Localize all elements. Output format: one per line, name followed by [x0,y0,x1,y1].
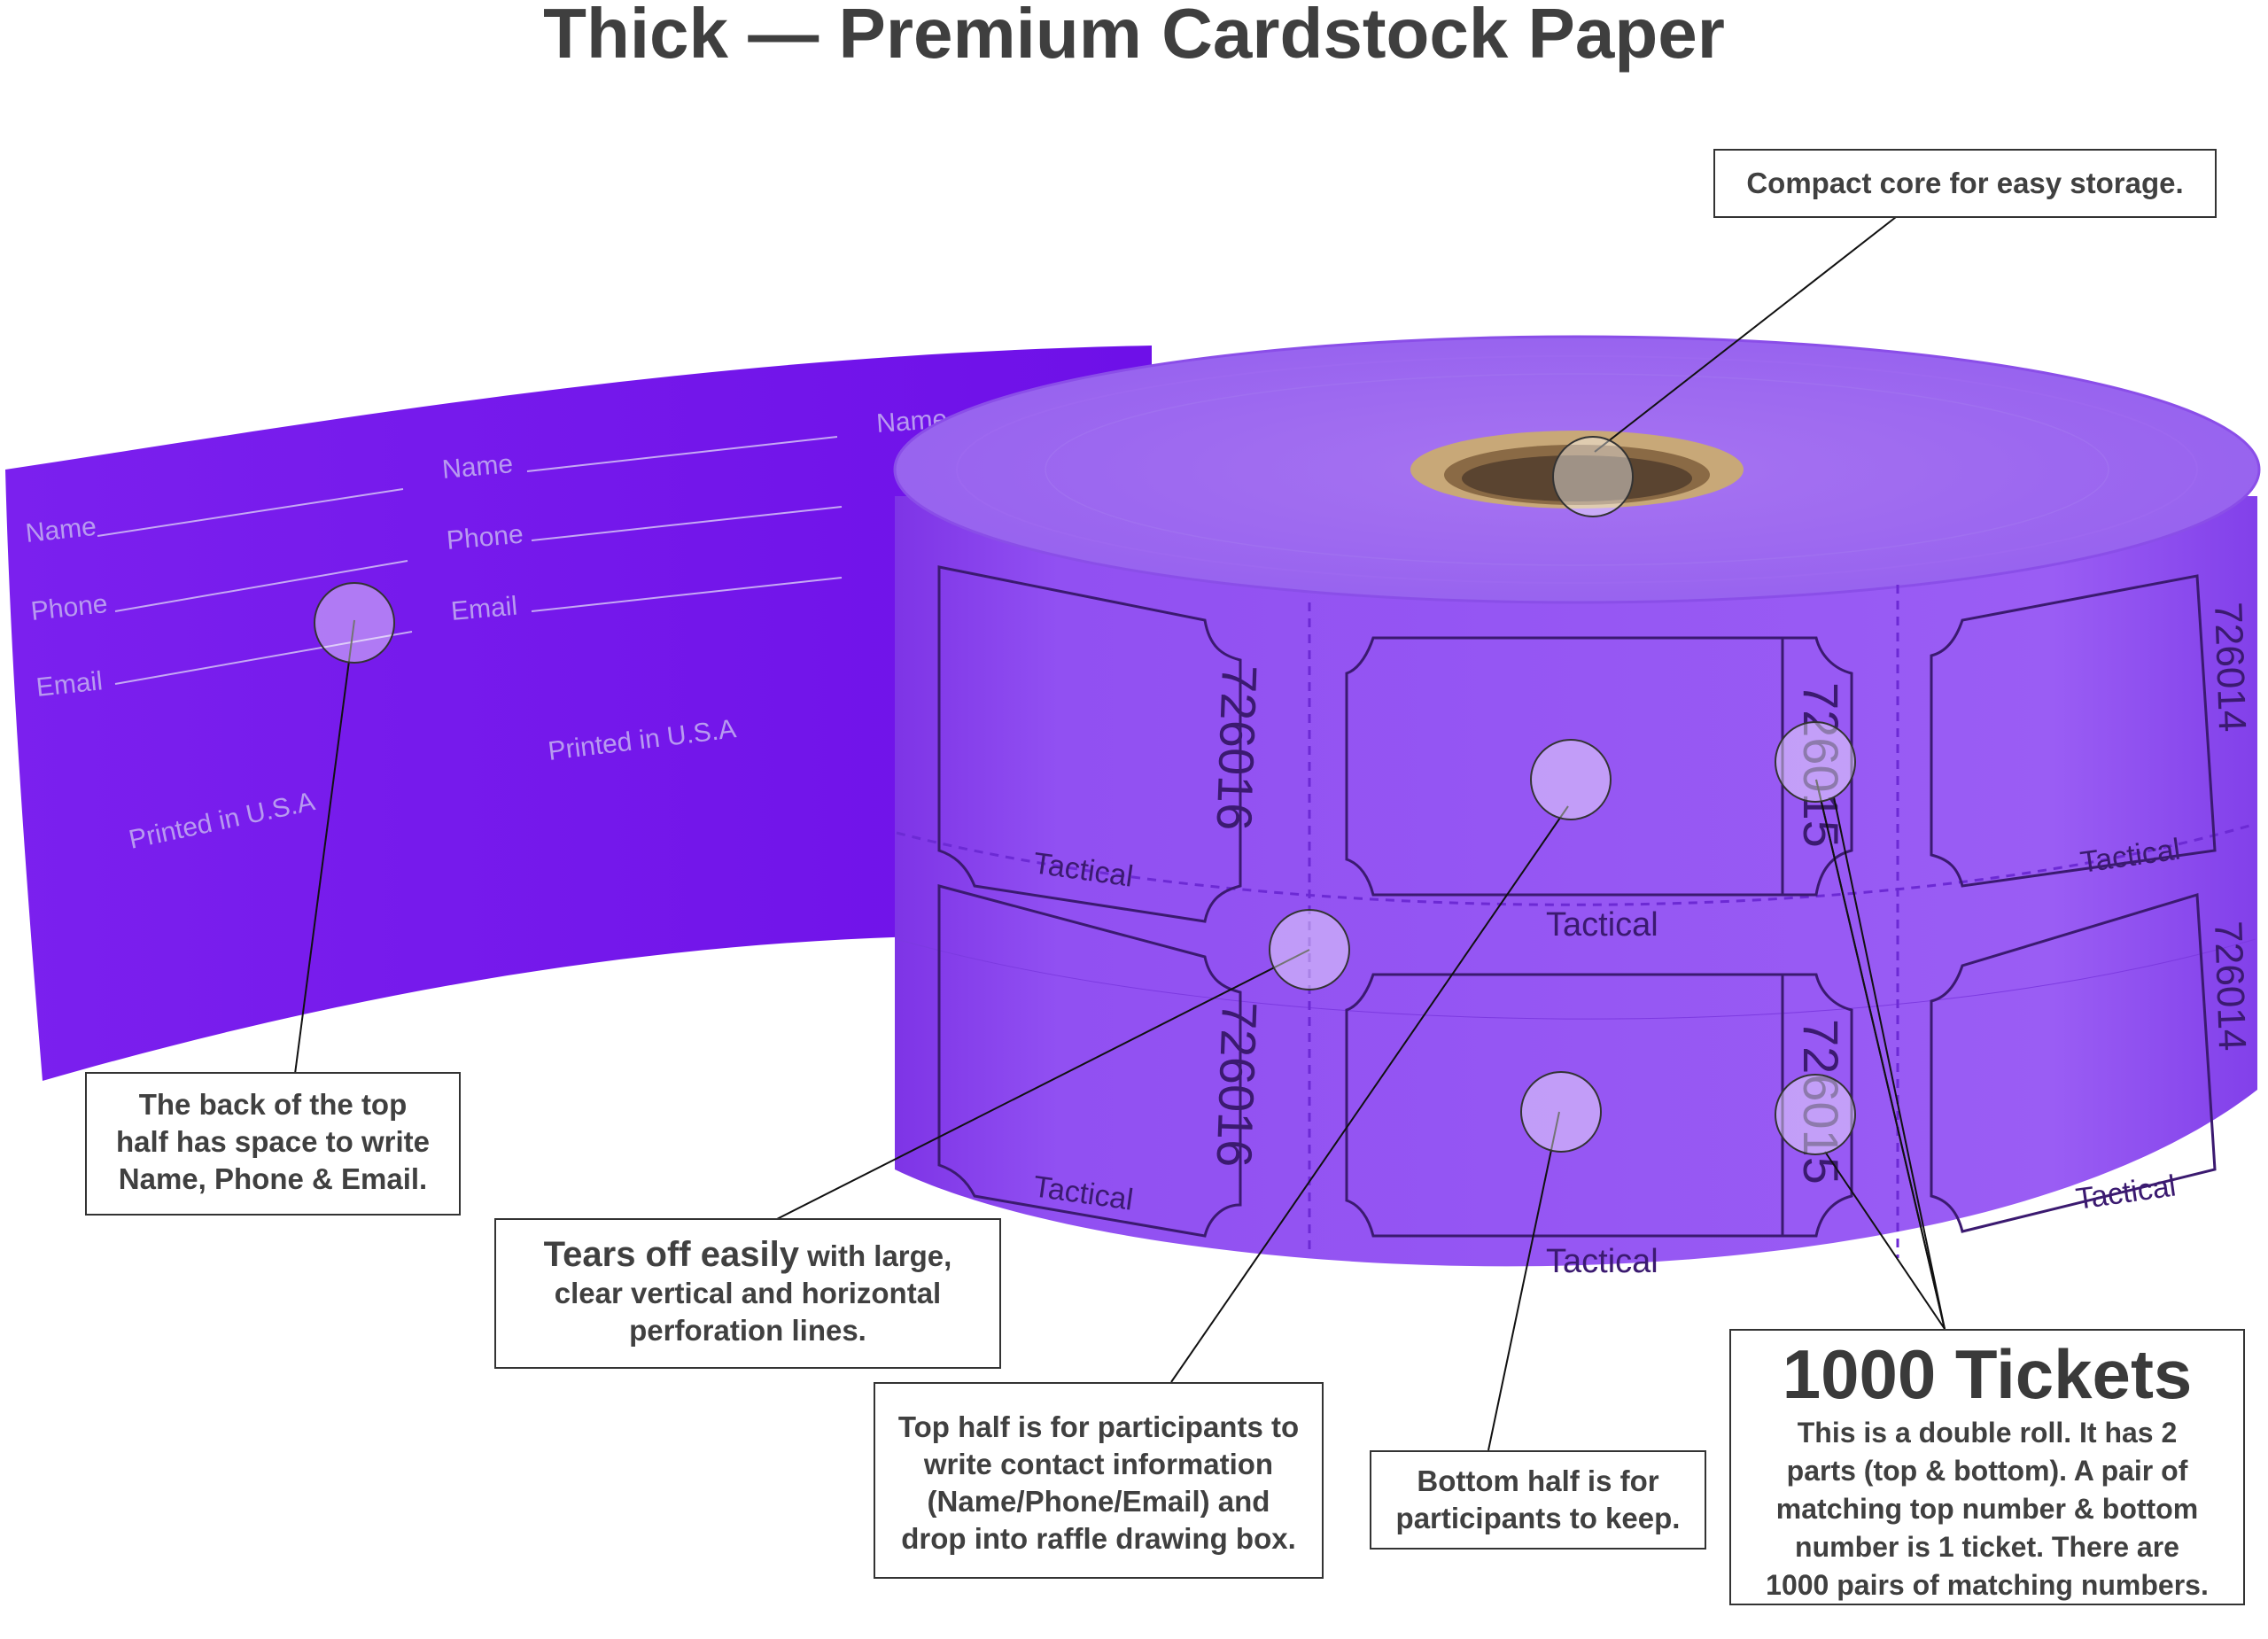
callout-bottom-half: Bottom half is for participants to keep. [1370,1450,1706,1550]
strip-field-label: Name [441,449,515,485]
callout-line: write contact information [923,1448,1274,1480]
strip-field-label: Phone [446,520,524,555]
callout-top-half: Top half is for participants to write co… [874,1382,1324,1579]
callout-tear-rest: with large, [798,1239,952,1272]
callout-line: 1000 pairs of matching numbers. [1766,1569,2209,1601]
callout-line: This is a double roll. It has 2 [1797,1417,2178,1449]
callout-line: parts (top & bottom). A pair of [1786,1455,2188,1487]
callout-core-text: Compact core for easy storage. [1746,167,2184,199]
callout-tear: Tears off easily with large, clear verti… [494,1218,1001,1369]
callout-tear-lead: Tears off easily [543,1235,799,1274]
callout-line: Top half is for participants to [897,1410,1300,1443]
top-number-marker [1775,721,1856,803]
callout-line: clear vertical and horizontal [554,1277,942,1309]
back-marker [314,582,395,664]
bottom-number-marker [1775,1074,1856,1155]
unrolled-strip: Name Phone Email Name Phone Email Name P… [5,346,1152,1081]
callout-line: number is 1 ticket. There are [1795,1531,2179,1563]
page-title: Thick — Premium Cardstock Paper [543,0,1725,73]
callout-core: Compact core for easy storage. [1713,149,2217,218]
strip-field-label: Email [450,592,519,626]
ticket-brand: Tactical [1546,906,1658,944]
ticket-number: 726014 [2206,602,2254,733]
ticket-count-title: 1000 Tickets [1782,1335,2193,1413]
bottom-half-marker [1520,1071,1602,1153]
callout-line: (Name/Phone/Email) and [927,1485,1270,1518]
callout-line: Bottom half is for [1417,1464,1659,1497]
callout-line: half has space to write [116,1125,430,1158]
ticket-roll: Tactical Tactical Tactical Tactical Tact… [893,335,2261,1280]
callout-back: The back of the top half has space to wr… [85,1072,461,1216]
callout-leaders [294,216,1946,1451]
top-half-marker [1530,739,1612,820]
ticket-brand: Tactical [1546,1243,1658,1280]
ticket-number: 726016 [1206,1001,1267,1169]
perforation-marker [1269,909,1350,990]
callout-ticket-count: 1000 Tickets This is a double roll. It h… [1729,1329,2245,1605]
callout-line: Name, Phone & Email. [118,1162,428,1195]
callout-line: participants to keep. [1395,1502,1681,1534]
ticket-number: 726015 [1793,682,1849,848]
strip-field-label: Email [35,666,104,703]
callout-line: drop into raffle drawing box. [901,1522,1296,1555]
ticket-number: 726015 [1793,1019,1849,1185]
ticket-number: 726014 [2206,920,2254,1052]
callout-markers [314,436,1856,1155]
callout-line: perforation lines. [629,1314,866,1347]
callout-line: matching top number & bottom [1775,1493,2199,1525]
core-marker [1552,436,1634,517]
ticket-number: 726016 [1206,664,1267,832]
callout-line: The back of the top [138,1088,408,1121]
